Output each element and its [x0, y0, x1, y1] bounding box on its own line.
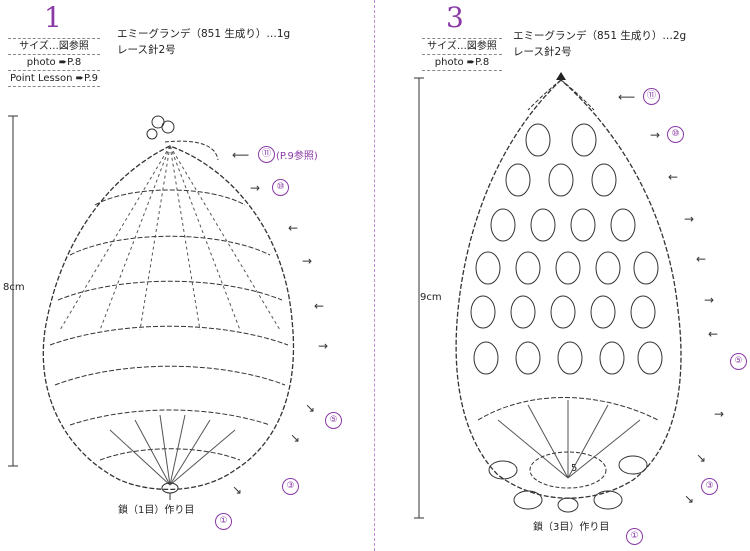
size-dimension: 9cm [420, 292, 442, 303]
size-dimension: 8cm [3, 282, 25, 293]
row-mark-10: ⑩ [667, 126, 684, 143]
pattern-meta: サイズ…図参照 photo ➨P.8 [422, 38, 502, 71]
center-number: 5 [571, 463, 578, 474]
yarn-info: エミーグランデ（851 生成り）…2g レース針2号 [513, 28, 686, 60]
row-mark-5: ⑤ [325, 412, 342, 429]
arrow-left-icon: ← [288, 221, 299, 235]
row-mark-1: ① [626, 528, 643, 545]
arrow-diagonal-icon: ↘ [684, 492, 695, 506]
yarn-line: エミーグランデ（851 生成り）…2g [513, 30, 687, 42]
arrow-left-icon: ← [708, 327, 719, 341]
foundation-label: 鎖（1目）作り目 [118, 505, 195, 516]
yarn-info: エミーグランデ（851 生成り）…1g レース針2号 [117, 26, 290, 58]
size-reference: サイズ…図参照 [8, 38, 100, 54]
crochet-chart-1 [8, 115, 295, 500]
arrow-left-icon: ⟵ [618, 90, 636, 104]
foundation-label: 鎖（3目）作り目 [533, 522, 610, 533]
arrow-left-icon: ⟵ [232, 148, 250, 162]
pattern-panel-3: 3 サイズ…図参照 photo ➨P.8 エミーグランデ（851 生成り）…2g… [378, 0, 750, 551]
row-mark-11: ⑪ [643, 88, 660, 105]
arrow-right-icon: → [714, 407, 725, 421]
arrow-diagonal-icon: ↘ [696, 451, 707, 465]
arrow-diagonal-icon: ↘ [290, 431, 301, 445]
row-mark-11: ⑪ [258, 146, 275, 163]
row-mark-5: ⑤ [730, 353, 747, 370]
arrow-diagonal-icon: ↘ [232, 483, 243, 497]
photo-reference: photo ➨P.8 [422, 54, 502, 71]
arrow-left-icon: ← [696, 252, 707, 266]
arrow-right-icon: → [684, 212, 695, 226]
pattern-number: 3 [446, 1, 464, 34]
hook-line: レース針2号 [513, 46, 572, 58]
arrow-right-icon: → [650, 128, 661, 142]
row-mark-3: ③ [701, 478, 718, 495]
arrow-left-icon: ← [668, 170, 679, 184]
row-mark-10: ⑩ [272, 179, 289, 196]
pattern-panel-1: 1 サイズ…図参照 photo ➨P.8 Point Lesson ➨P.9 エ… [0, 0, 372, 551]
row-mark-3: ③ [282, 478, 299, 495]
reference-note: (P.9参照) [276, 151, 318, 162]
pattern-number: 1 [44, 1, 62, 34]
arrow-right-icon: → [250, 181, 261, 195]
arrow-right-icon: → [704, 293, 715, 307]
panel-divider [374, 0, 375, 551]
yarn-line: エミーグランデ（851 生成り）…1g [117, 28, 291, 40]
size-reference: サイズ…図参照 [422, 38, 502, 54]
photo-reference: photo ➨P.8 [8, 54, 100, 70]
row-mark-1: ① [215, 513, 232, 530]
hook-line: レース針2号 [117, 44, 176, 56]
arrow-right-icon: → [318, 339, 329, 353]
arrow-diagonal-icon: ↘ [305, 401, 316, 415]
arrow-right-icon: → [302, 254, 313, 268]
arrow-left-icon: ← [314, 299, 325, 313]
lesson-reference: Point Lesson ➨P.9 [8, 70, 100, 87]
pattern-meta: サイズ…図参照 photo ➨P.8 Point Lesson ➨P.9 [8, 38, 100, 87]
crochet-chart-3 [414, 72, 682, 519]
